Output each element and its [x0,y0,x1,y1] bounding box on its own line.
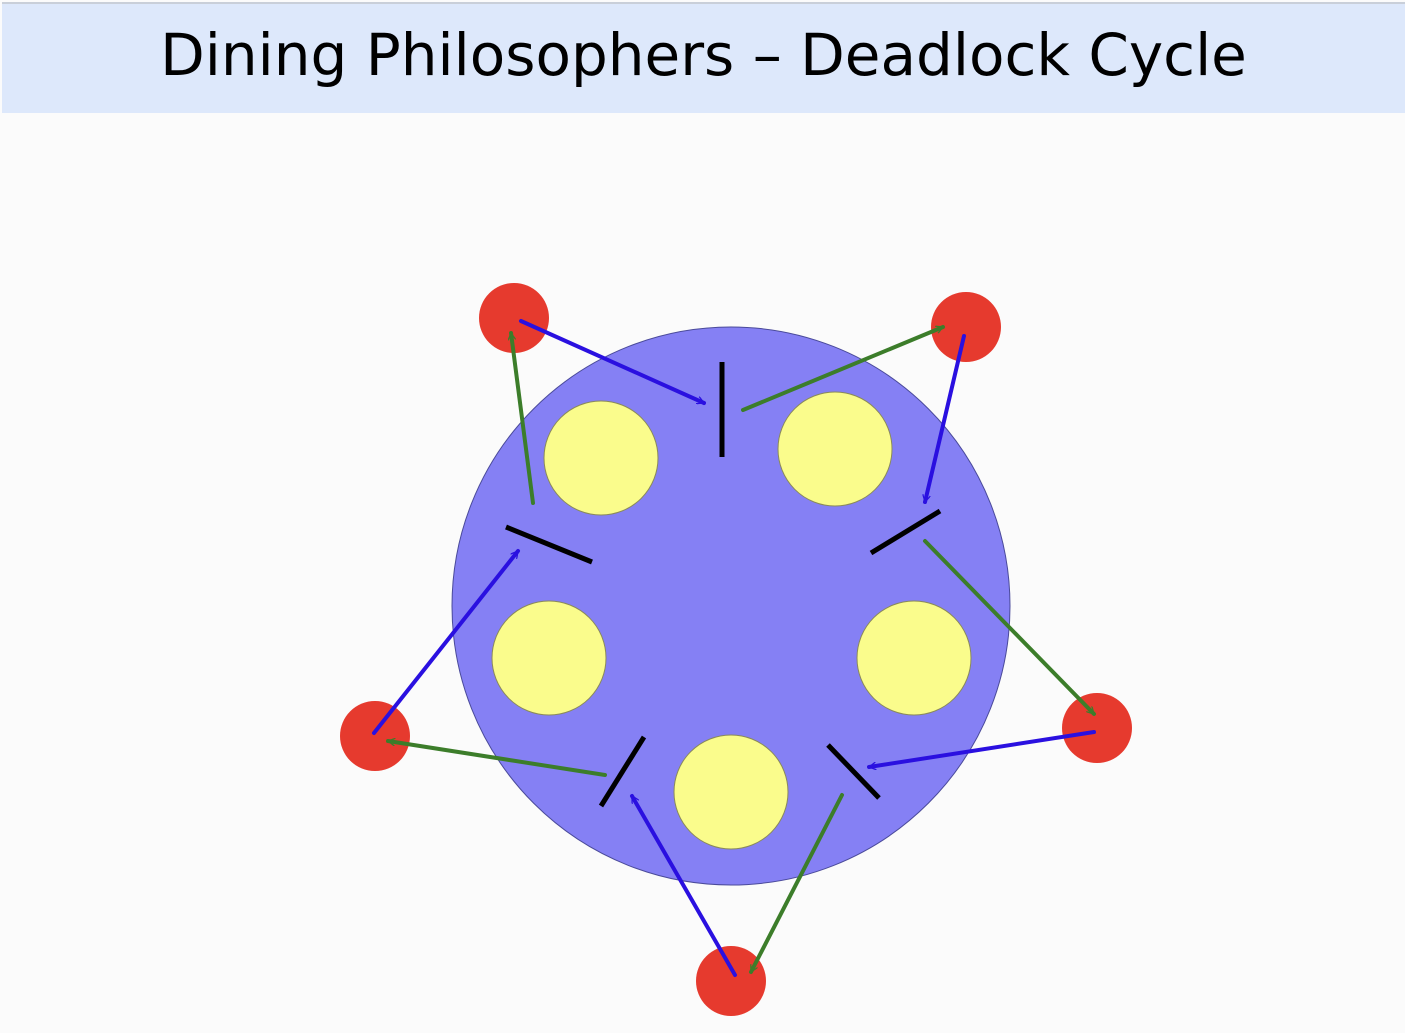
chopstick [598,735,647,808]
plates [491,391,972,850]
request-arrow [519,319,706,405]
plate [543,400,659,516]
philosopher [1062,693,1132,763]
request-arrow [867,730,1096,767]
assignment-arrow [749,793,844,974]
request-arrow [925,334,966,504]
chopstick [826,743,881,800]
assignment-arrow [741,325,945,412]
assignment-arrow [923,539,1096,716]
chopstick [869,508,942,556]
title-bar: Dining Philosophers – Deadlock Cycle [2,2,1405,113]
assignment-arrows [386,325,1096,974]
plate [777,391,893,507]
philosopher [931,292,1001,362]
assignment-arrow [511,331,535,505]
philosophers [340,283,1132,1016]
page-title: Dining Philosophers – Deadlock Cycle [160,20,1247,89]
philosopher [340,701,410,771]
plate [856,600,972,716]
chopsticks [505,362,942,808]
plate [673,734,789,850]
request-arrow [372,549,520,735]
philosopher [479,283,549,353]
chopstick [505,524,593,565]
request-arrows [372,319,1096,977]
philosopher [696,946,766,1016]
plate [491,600,607,716]
assignment-arrow [386,741,607,777]
request-arrow [630,794,737,977]
